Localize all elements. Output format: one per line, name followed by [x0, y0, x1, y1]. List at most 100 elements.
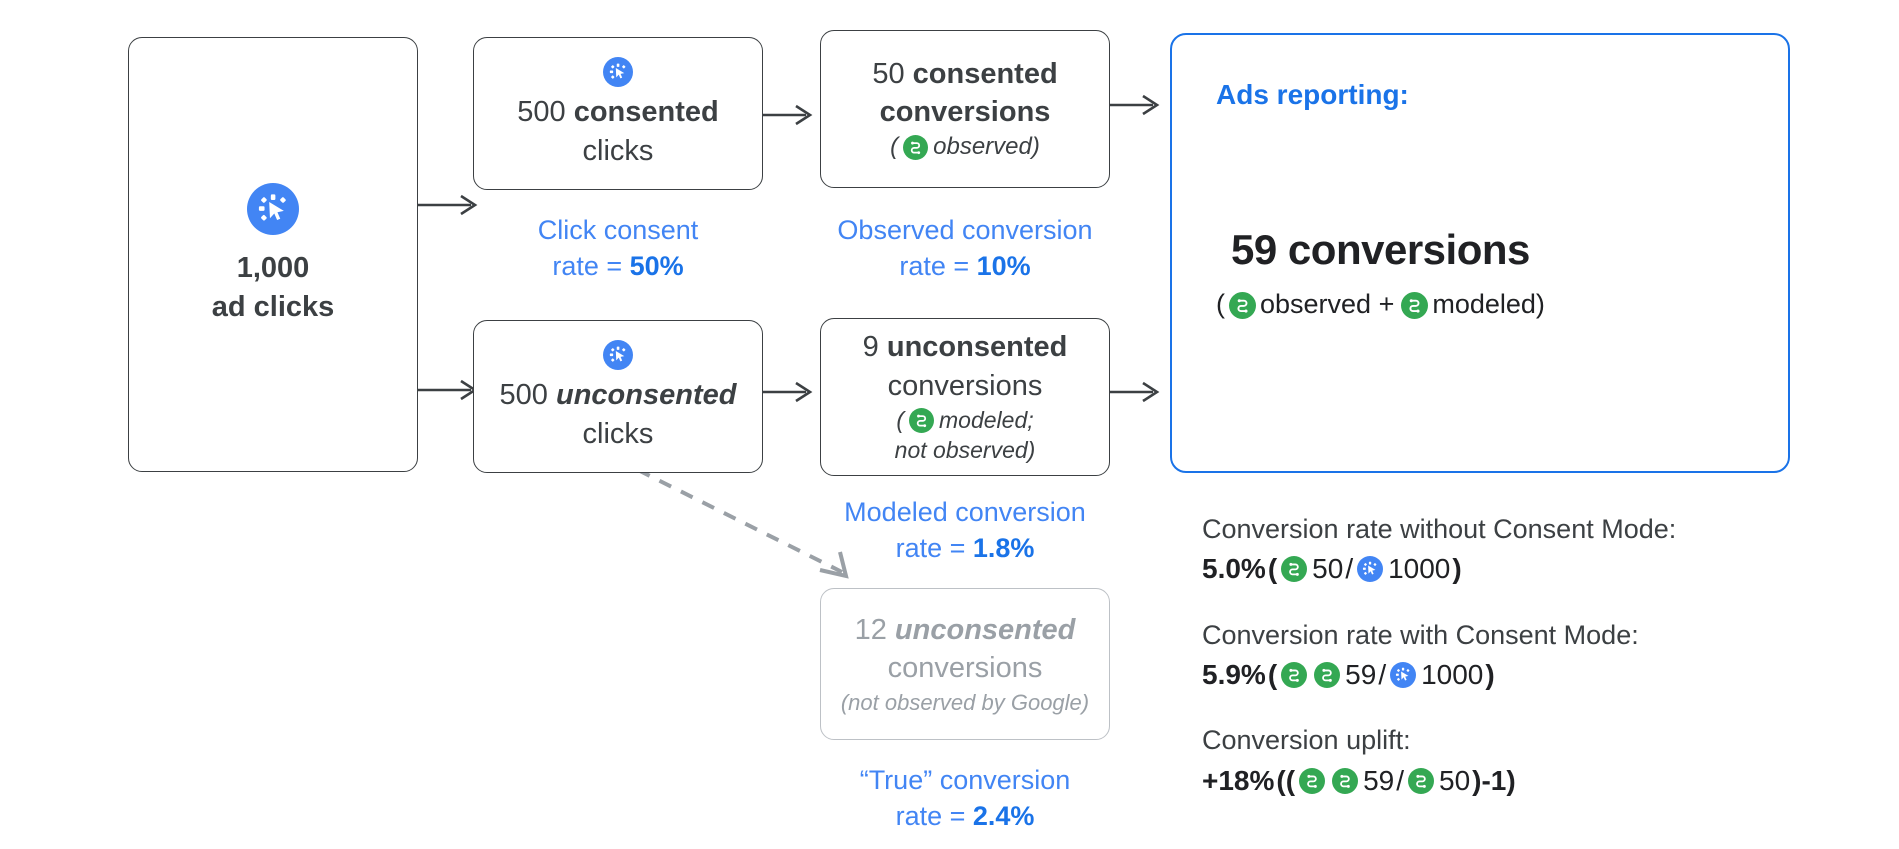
click-icon — [247, 183, 299, 236]
stat-slash: / — [1345, 553, 1354, 585]
stat-label: Conversion uplift: — [1202, 725, 1411, 756]
stat-slash: / — [1378, 658, 1387, 690]
consented-clicks-emph: consented — [573, 96, 719, 129]
node-unconsented-conversions: 9 unconsented conversions ( .cv-bg{fill:… — [820, 318, 1110, 476]
consented-conversions-label: conversions — [879, 96, 1051, 129]
arrow-consented-conversions-to-report — [1105, 94, 1160, 116]
unconsented-clicks-number: 500 — [499, 379, 548, 412]
caption-line1: “True” conversion — [859, 765, 1071, 795]
caption-prefix: rate = — [899, 251, 977, 282]
caption-line1: Modeled conversion — [844, 497, 1086, 527]
paren-open: ( — [1216, 289, 1225, 320]
caption-line1: Click consent — [537, 215, 699, 245]
caption-prefix: rate = — [895, 533, 973, 564]
dashed-arrow-to-true-conversions — [637, 468, 849, 579]
stat-numerator: 59 — [1345, 658, 1377, 690]
stat-numerator: 59 — [1363, 764, 1395, 796]
unconsented-conversions-line1: 9 unconsented — [863, 328, 1068, 366]
stat-value: +18% ((.cv-bg{fill:#34a853}.cv-bg{fill:#… — [1202, 761, 1862, 802]
note-text-1: modeled; — [939, 406, 1034, 433]
caption-prefix: rate = — [552, 251, 630, 282]
node-true-unconsented-conversions: 12 unconsented conversions (not observed… — [820, 588, 1110, 740]
arrow-clicks-to-consented — [409, 194, 478, 216]
unconsented-conversions-emph: unconsented — [886, 331, 1068, 364]
node-unconsented-clicks: 500 unconsented clicks — [473, 320, 763, 473]
conversion-modeled-icon: .cv-bg{fill:#fbbc04} — [909, 407, 935, 433]
conversion-observed-icon: .cv-bg{fill:#34a853} — [903, 134, 929, 160]
caption-line2: rate = 50% — [473, 248, 763, 284]
stat-paren-close: ) — [1485, 658, 1495, 690]
click-icon — [603, 340, 633, 371]
caption-line2: rate = 10% — [805, 248, 1125, 284]
conversion-observed-icon: .cv-bg{fill:#34a853} — [1408, 767, 1434, 794]
stat-label: Conversion rate without Consent Mode: — [1202, 514, 1677, 544]
caption-value: 10% — [976, 251, 1031, 282]
unconsented-conversions-label: conversions — [887, 369, 1043, 402]
stat-paren-open: ( — [1267, 553, 1278, 585]
node-ad-clicks: 1,000 ad clicks — [128, 37, 418, 472]
caption-observed-conversion-rate: Observed conversion rate = 10% — [805, 212, 1125, 284]
observed-text: observed + — [1260, 289, 1395, 320]
click-icon — [603, 57, 633, 88]
node-consented-clicks: 500 consented clicks — [473, 37, 763, 190]
stat-label: Conversion rate with Consent Mode: — [1202, 619, 1639, 650]
stat-paren-open: (( — [1276, 764, 1296, 796]
consented-conversions-note: ( .cv-bg{fill:#34a853} observed) — [890, 131, 1040, 163]
true-conversions-note: (not observed by Google) — [840, 689, 1090, 715]
caption-prefix: rate = — [895, 801, 973, 832]
stat-denominator: 1000 — [1421, 658, 1484, 690]
click-icon — [1390, 662, 1417, 689]
stat-block: Conversion rate with Consent Mode: 5.9% (… — [1202, 616, 1862, 696]
node-ads-reporting: Ads reporting: 59 conversions ( .cv-bg{f… — [1170, 33, 1790, 473]
stat-paren-close: ) — [1452, 553, 1462, 585]
true-conversions-label: conversions — [887, 652, 1043, 685]
conversion-observed-icon: .cv-bg{fill:#34a853} — [1299, 767, 1326, 794]
stat-percent: 5.9% — [1202, 658, 1266, 690]
true-conversions-number: 12 — [854, 614, 887, 647]
stat-slash: / — [1396, 764, 1404, 796]
conversion-modeled-icon: .cv-bg{fill:#fbbc04} — [1314, 662, 1341, 689]
conversion-observed-icon: .cv-bg{fill:#34a853} — [1281, 662, 1308, 689]
stat-denominator: 50 — [1439, 764, 1471, 796]
ads-reporting-title: Ads reporting: — [1216, 79, 1409, 110]
ads-reporting-subline: ( .cv-bg{fill:#34a853} observed + .cv-bg… — [1216, 287, 1545, 323]
ad-clicks-number: 1,000 — [236, 252, 310, 285]
caption-true-conversion-rate: “True” conversion rate = 2.4% — [805, 762, 1125, 834]
conversion-observed-icon: .cv-bg{fill:#34a853} — [1281, 556, 1308, 583]
paren-open: ( — [890, 133, 899, 161]
stat-numerator: 50 — [1312, 553, 1344, 585]
node-consented-conversions: 50 consented conversions ( .cv-bg{fill:#… — [820, 30, 1110, 188]
paren-open: ( — [896, 406, 905, 433]
consented-conversions-line1: 50 consented — [872, 55, 1057, 93]
stat-paren-open: ( — [1267, 658, 1278, 690]
stat-block: Conversion uplift:+18% ((.cv-bg{fill:#34… — [1202, 721, 1862, 801]
note-text: observed) — [933, 133, 1040, 161]
unconsented-clicks-line1: 500 unconsented — [500, 376, 737, 414]
ad-clicks-label: ad clicks — [211, 290, 335, 323]
arrow-unconsented-conversions-to-report — [1105, 381, 1160, 403]
stat-denominator: 1000 — [1388, 553, 1451, 585]
caption-modeled-conversion-rate: Modeled conversion rate = 1.8% — [805, 494, 1125, 566]
true-conversions-emph: unconsented — [894, 614, 1076, 647]
caption-click-consent-rate: Click consent rate = 50% — [473, 212, 763, 284]
stats-list: Conversion rate without Consent Mode: 5.0… — [1202, 510, 1862, 827]
ads-reporting-headline: 59 conversions — [1231, 225, 1530, 273]
caption-line1: Observed conversion — [837, 215, 1093, 245]
unconsented-clicks-label: clicks — [582, 417, 654, 450]
arrow-consented-clicks-to-conversions — [760, 104, 813, 126]
caption-line2: rate = 1.8% — [805, 530, 1125, 566]
caption-value: 50% — [629, 251, 684, 282]
stat-paren-close: )-1) — [1472, 764, 1516, 796]
consented-clicks-number: 500 — [517, 96, 566, 129]
arrow-unconsented-clicks-to-conversions — [760, 381, 813, 403]
conversion-modeled-icon: .cv-bg{fill:#fbbc04} — [1401, 291, 1429, 319]
caption-value: 1.8% — [972, 533, 1035, 564]
stat-value: 5.0% (.cv-bg{fill:#34a853}50 / 1000) — [1202, 549, 1862, 590]
click-icon — [1357, 556, 1384, 583]
true-conversions-line1: 12 unconsented — [855, 611, 1076, 649]
caption-line2: rate = 2.4% — [805, 798, 1125, 834]
caption-value: 2.4% — [972, 801, 1035, 832]
unconsented-clicks-emph: unconsented — [555, 379, 737, 412]
stat-percent: +18% — [1202, 764, 1275, 796]
